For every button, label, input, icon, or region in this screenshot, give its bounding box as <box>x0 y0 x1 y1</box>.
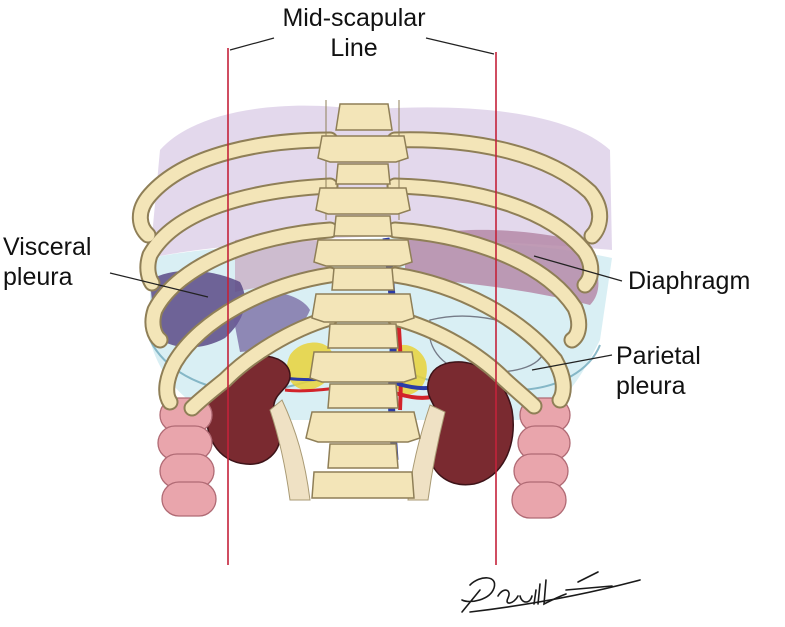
visceral-pleura-label-line2: pleura <box>3 263 73 291</box>
vertebral-column <box>305 100 421 499</box>
leader-msl-right <box>425 37 495 55</box>
parietal-pleura-label-line1: Parietal <box>616 342 701 370</box>
diaphragm-label-text: Diaphragm <box>628 267 751 295</box>
colon-right <box>511 397 571 519</box>
mid-scapular-line-label-line2: Line <box>330 34 378 62</box>
leader-diaphragm <box>533 255 623 282</box>
mid-scapular-line-label-line1: Mid-scapular <box>282 4 426 32</box>
illustrator-signature <box>461 571 641 613</box>
visceral-pleura-label: Visceral pleura <box>3 232 91 292</box>
ribs <box>131 131 609 417</box>
colon-left <box>157 397 217 517</box>
psoas-left <box>269 399 311 501</box>
parietal-pleura-label: Parietal pleura <box>616 341 701 401</box>
leader-visceral-pleura <box>109 272 209 298</box>
diaphragm-label: Diaphragm <box>628 266 750 296</box>
parietal-pleura-label-line2: pleura <box>616 372 686 400</box>
visceral-pleura-label-line1: Visceral <box>3 233 92 261</box>
psoas-right <box>407 404 446 501</box>
leader-parietal-pleura <box>531 354 613 371</box>
leader-msl-left <box>229 37 275 51</box>
pleura-outline-right <box>428 315 546 374</box>
mid-scapular-line-label: Mid-scapular Line <box>254 3 454 63</box>
